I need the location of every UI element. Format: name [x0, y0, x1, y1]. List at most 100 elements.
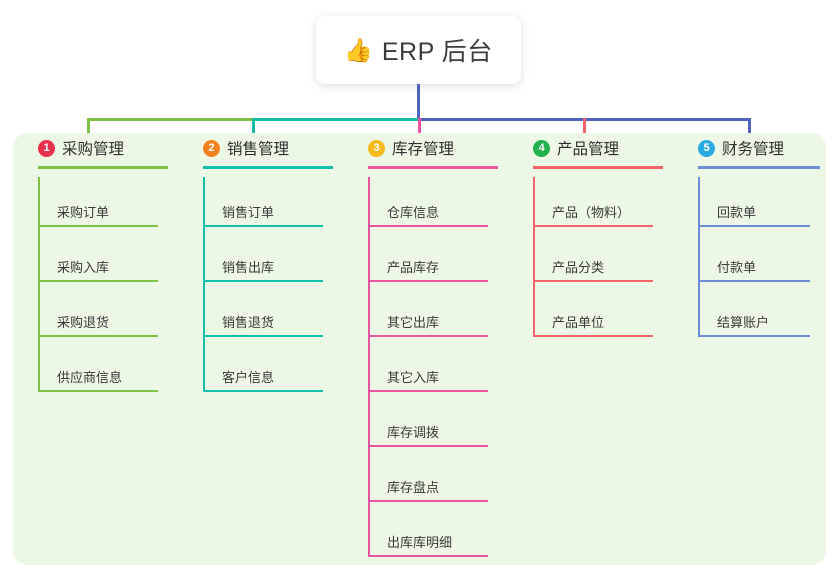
- leaf-item-underline: [533, 280, 653, 282]
- leaf-item-label: 客户信息: [222, 370, 275, 385]
- leaf-item[interactable]: 客户信息: [203, 370, 323, 392]
- root-node[interactable]: 👍 ERP 后台: [316, 16, 521, 84]
- leaf-item-label: 产品库存: [387, 260, 440, 275]
- leaf-item-underline: [38, 225, 158, 227]
- leaf-item-underline: [533, 225, 653, 227]
- leaf-item-label: 其它入库: [387, 370, 440, 385]
- column-underline-3: [368, 166, 498, 169]
- leaf-item-label: 产品分类: [552, 260, 605, 275]
- leaf-item[interactable]: 采购入库: [38, 260, 158, 282]
- leaf-item-underline: [698, 280, 810, 282]
- leaf-item-underline: [203, 225, 323, 227]
- column-spine-3: [368, 177, 370, 557]
- column-2: 2 销售管理销售订单销售出库销售退货客户信息: [185, 133, 333, 392]
- leaf-item[interactable]: 产品（物料）: [533, 205, 653, 227]
- column-header-5[interactable]: 5 财务管理: [680, 133, 820, 163]
- leaf-item-underline: [203, 335, 323, 337]
- leaf-item[interactable]: 产品库存: [368, 260, 488, 282]
- column-title-3: 库存管理: [392, 141, 455, 158]
- connector-bar-teal: [252, 118, 421, 121]
- leaf-item[interactable]: 结算账户: [698, 315, 810, 337]
- column-title-5: 财务管理: [722, 141, 785, 158]
- leaf-item-label: 采购订单: [57, 205, 110, 220]
- column-underline-5: [698, 166, 820, 169]
- leaf-item-label: 其它出库: [387, 315, 440, 330]
- leaf-item-underline: [38, 390, 158, 392]
- leaf-item-underline: [203, 280, 323, 282]
- root-node-label: ERP 后台: [381, 38, 493, 66]
- leaf-item[interactable]: 付款单: [698, 260, 810, 282]
- leaf-item-underline: [698, 225, 810, 227]
- column-badge-2: 2: [203, 139, 220, 157]
- column-badge-3: 3: [368, 139, 385, 157]
- column-underline-2: [203, 166, 333, 169]
- leaf-item[interactable]: 产品分类: [533, 260, 653, 282]
- leaf-item-underline: [38, 335, 158, 337]
- columns-panel: 1 采购管理采购订单采购入库采购退货供应商信息 2 销售管理销售订单销售出库销售退货客…: [13, 133, 826, 565]
- leaf-item[interactable]: 销售出库: [203, 260, 323, 282]
- leaf-item[interactable]: 库存调拨: [368, 425, 488, 447]
- leaf-item[interactable]: 出库库明细: [368, 535, 488, 557]
- column-spine-2: [203, 177, 205, 392]
- column-4: 4 产品管理产品（物料） 产品分类产品单位: [515, 133, 663, 337]
- leaf-item-label: 产品（物料）: [552, 205, 631, 220]
- leaf-item-underline: [698, 335, 810, 337]
- leaf-item-label: 销售订单: [222, 205, 275, 220]
- leaf-item-underline: [368, 225, 488, 227]
- column-1: 1 采购管理采购订单采购入库采购退货供应商信息: [20, 133, 168, 392]
- connector-trunk: [417, 84, 420, 121]
- leaf-item[interactable]: 库存盘点: [368, 480, 488, 502]
- leaf-item-label: 采购入库: [57, 260, 110, 275]
- column-badge-4: 4: [533, 139, 550, 157]
- leaf-item-label: 供应商信息: [57, 370, 123, 385]
- leaf-item-label: 销售退货: [222, 315, 275, 330]
- column-header-4[interactable]: 4 产品管理: [515, 133, 663, 163]
- column-header-2[interactable]: 2 销售管理: [185, 133, 333, 163]
- column-underline-1: [38, 166, 168, 169]
- leaf-item-label: 产品单位: [552, 315, 605, 330]
- leaf-item-label: 付款单: [717, 260, 757, 275]
- column-title-4: 产品管理: [557, 141, 620, 158]
- leaf-item[interactable]: 其它入库: [368, 370, 488, 392]
- column-title-2: 销售管理: [227, 141, 290, 158]
- leaf-item-underline: [368, 390, 488, 392]
- leaf-item-underline: [533, 335, 653, 337]
- column-3: 3 库存管理仓库信息产品库存其它出库其它入库库存调拨库存盘点出库库明细: [350, 133, 498, 557]
- column-header-3[interactable]: 3 库存管理: [350, 133, 498, 163]
- leaf-item-label: 销售出库: [222, 260, 275, 275]
- column-spine-5: [698, 177, 700, 337]
- column-underline-4: [533, 166, 663, 169]
- leaf-item-label: 库存调拨: [387, 425, 440, 440]
- leaf-item-label: 出库库明细: [387, 535, 453, 550]
- leaf-item-label: 库存盘点: [387, 480, 440, 495]
- leaf-item-label: 回款单: [717, 205, 757, 220]
- thumbs-up-icon: 👍: [344, 36, 373, 63]
- leaf-item-underline: [368, 445, 488, 447]
- column-spine-4: [533, 177, 535, 337]
- column-title-1: 采购管理: [62, 141, 125, 158]
- leaf-item-label: 仓库信息: [387, 205, 440, 220]
- leaf-item[interactable]: 销售退货: [203, 315, 323, 337]
- leaf-item[interactable]: 销售订单: [203, 205, 323, 227]
- column-badge-1: 1: [38, 139, 55, 157]
- leaf-item[interactable]: 采购订单: [38, 205, 158, 227]
- column-badge-5: 5: [698, 139, 715, 157]
- leaf-item[interactable]: 供应商信息: [38, 370, 158, 392]
- column-spine-1: [38, 177, 40, 392]
- leaf-item[interactable]: 采购退货: [38, 315, 158, 337]
- leaf-item[interactable]: 仓库信息: [368, 205, 488, 227]
- leaf-item-underline: [368, 500, 488, 502]
- connector-bar-green: [87, 118, 255, 121]
- leaf-item-label: 采购退货: [57, 315, 110, 330]
- leaf-item-underline: [203, 390, 323, 392]
- leaf-item[interactable]: 其它出库: [368, 315, 488, 337]
- leaf-item[interactable]: 回款单: [698, 205, 810, 227]
- leaf-item-underline: [38, 280, 158, 282]
- column-5: 5 财务管理回款单付款单结算账户: [680, 133, 820, 337]
- leaf-item[interactable]: 产品单位: [533, 315, 653, 337]
- column-header-1[interactable]: 1 采购管理: [20, 133, 168, 163]
- leaf-item-underline: [368, 555, 488, 557]
- leaf-item-label: 结算账户: [717, 315, 770, 330]
- leaf-item-underline: [368, 280, 488, 282]
